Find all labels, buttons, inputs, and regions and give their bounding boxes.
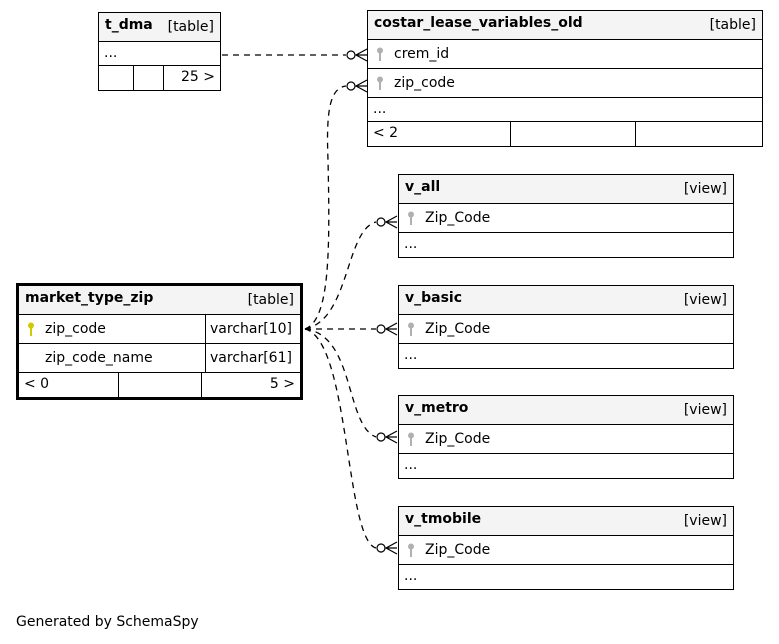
column-row[interactable]: zip_code varchar[10] — [19, 315, 300, 344]
more-columns: ... — [99, 42, 220, 66]
link-zip-v_tmobile — [304, 328, 377, 549]
link-end-v_tmobile — [376, 543, 386, 553]
column-type: varchar[61] — [205, 344, 292, 372]
parent-count: < 2 — [368, 122, 511, 146]
link-end-v_basic — [376, 324, 386, 334]
column-name: Zip_Code — [425, 321, 491, 337]
more-columns: ... — [404, 457, 418, 473]
table-name: v_metro — [405, 400, 469, 416]
table-header: v_metro [view] — [399, 396, 733, 425]
table-kind: [view] — [683, 292, 727, 308]
table-header: v_tmobile [view] — [399, 507, 733, 536]
column-row[interactable]: Zip_Code — [399, 536, 733, 565]
table-header: v_basic [view] — [399, 286, 733, 315]
spacer-count — [134, 66, 164, 90]
table-name: market_type_zip — [25, 290, 154, 306]
relationship-counts: 25 > — [99, 66, 220, 90]
more-columns: ... — [404, 347, 418, 363]
column-name: Zip_Code — [425, 431, 491, 447]
view-v_tmobile[interactable]: v_tmobile [view] Zip_Code ... — [398, 506, 734, 590]
link-zip-costar — [304, 85, 347, 330]
spacer-count — [119, 373, 202, 397]
parent-count: < 0 — [19, 373, 119, 397]
child-count: 25 > — [181, 69, 215, 85]
table-kind: [table] — [247, 292, 294, 308]
link-end-costar-crem — [346, 50, 356, 60]
foreign-key-icon — [377, 47, 383, 61]
view-v_all[interactable]: v_all [view] Zip_Code ... — [398, 174, 734, 258]
column-type: varchar[10] — [205, 315, 292, 343]
crowfoot-costar-crem — [354, 48, 368, 62]
table-name: v_basic — [405, 290, 463, 306]
table-header: t_dma [table] — [99, 13, 220, 42]
more-columns: ... — [404, 236, 418, 252]
table-kind: [view] — [683, 513, 727, 529]
column-name: crem_id — [394, 46, 450, 62]
crowfoot-v_tmobile — [384, 541, 398, 555]
link-end-costar-zip — [346, 81, 356, 91]
column-row[interactable]: Zip_Code — [399, 425, 733, 454]
column-name: zip_code — [45, 321, 106, 337]
foreign-key-icon — [408, 211, 414, 225]
link-zip-v_metro — [304, 328, 377, 438]
table-header: v_all [view] — [399, 175, 733, 204]
view-v_metro[interactable]: v_metro [view] Zip_Code ... — [398, 395, 734, 479]
table-header: costar_lease_variables_old [table] — [368, 11, 762, 40]
generated-by-footer: Generated by SchemaSpy — [16, 614, 199, 630]
table-kind: [table] — [167, 19, 214, 35]
link-zip-v_all — [304, 221, 377, 330]
crowfoot-v_basic — [384, 322, 398, 336]
column-name: zip_code_name — [45, 350, 153, 366]
child-count: 5 > — [269, 376, 295, 392]
foreign-key-icon — [408, 543, 414, 557]
column-row[interactable]: crem_id — [368, 40, 762, 69]
foreign-key-icon — [408, 322, 414, 336]
relationship-counts: < 2 — [368, 122, 762, 146]
column-row[interactable]: Zip_Code — [399, 204, 733, 233]
more-columns: ... — [368, 98, 762, 122]
column-row[interactable]: zip_code — [368, 69, 762, 98]
column-row[interactable]: Zip_Code — [399, 315, 733, 344]
table-kind: [table] — [709, 17, 756, 33]
column-name: Zip_Code — [425, 210, 491, 226]
table-header: market_type_zip [table] — [19, 286, 300, 315]
column-row[interactable]: zip_code_name varchar[61] — [19, 344, 300, 373]
primary-key-icon — [28, 322, 34, 336]
table-costar_lease_variables_old[interactable]: costar_lease_variables_old [table] crem_… — [367, 10, 763, 147]
spacer-count — [511, 122, 636, 146]
link-end-v_all — [376, 217, 386, 227]
more-columns: ... — [404, 568, 418, 584]
foreign-key-icon — [408, 432, 414, 446]
table-t_dma[interactable]: t_dma [table] ... 25 > — [98, 12, 221, 91]
crowfoot-costar-zip — [354, 79, 368, 93]
foreign-key-icon — [377, 76, 383, 90]
child-count — [636, 122, 762, 146]
table-market_type_zip[interactable]: market_type_zip [table] zip_code varchar… — [16, 283, 303, 400]
link-end-v_metro — [376, 432, 386, 442]
crowfoot-v_metro — [384, 430, 398, 444]
table-name: v_tmobile — [405, 511, 482, 527]
table-kind: [view] — [683, 181, 727, 197]
table-kind: [view] — [683, 402, 727, 418]
column-name: zip_code — [394, 75, 455, 91]
crowfoot-v_all — [384, 215, 398, 229]
table-name: costar_lease_variables_old — [374, 15, 583, 31]
parent-count — [99, 66, 134, 90]
column-name: Zip_Code — [425, 542, 491, 558]
view-v_basic[interactable]: v_basic [view] Zip_Code ... — [398, 285, 734, 369]
table-name: t_dma — [105, 17, 153, 33]
relationship-counts: < 0 5 > — [19, 373, 300, 397]
table-name: v_all — [405, 179, 441, 195]
